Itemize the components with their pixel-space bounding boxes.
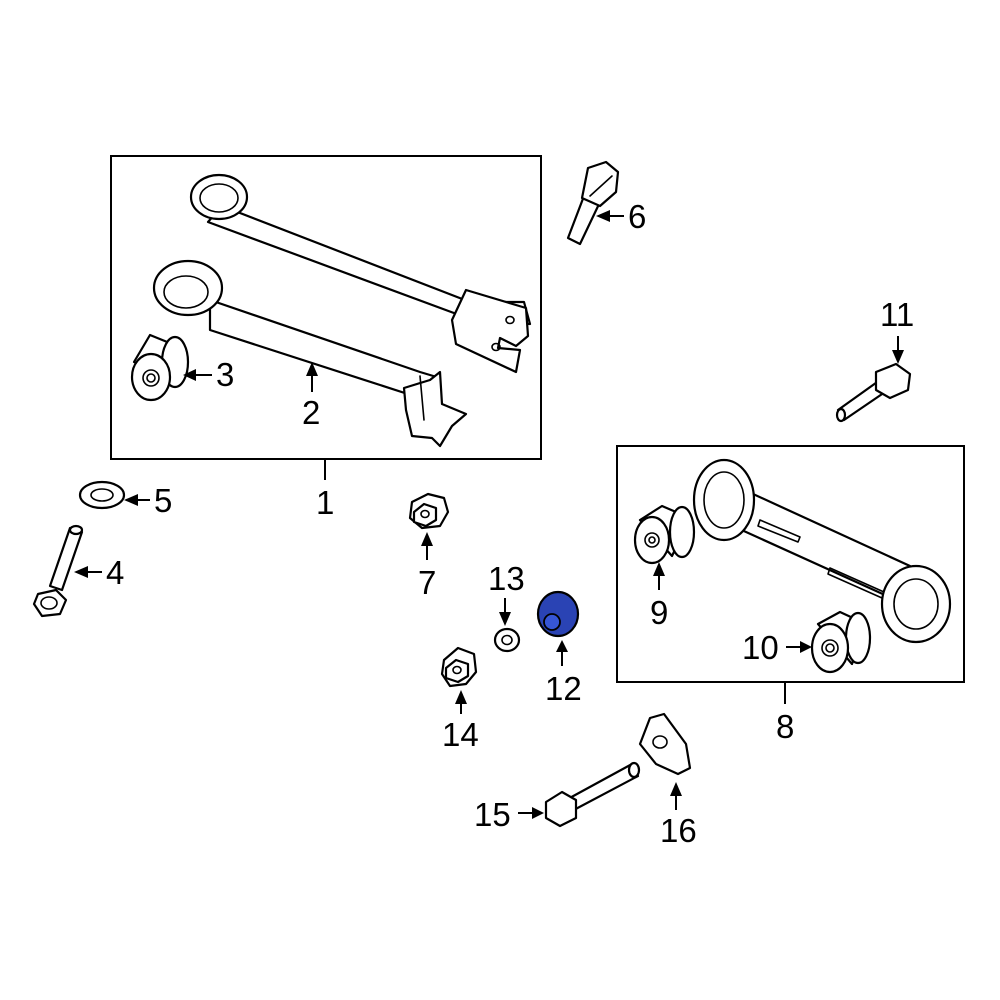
callout-6: 6 <box>628 198 646 235</box>
part-9-bushing[interactable] <box>633 504 696 565</box>
callout-3: 3 <box>216 356 234 393</box>
leader-9 <box>653 562 665 590</box>
callout-2: 2 <box>302 394 320 431</box>
callout-14: 14 <box>442 716 479 753</box>
part-8-link-arm[interactable] <box>692 458 952 644</box>
part-6-bolt[interactable] <box>566 160 620 246</box>
callout-15: 15 <box>474 796 511 833</box>
leader-13 <box>499 598 511 626</box>
callout-13: 13 <box>488 560 525 597</box>
assembly-box-8 <box>616 445 965 683</box>
callout-10: 10 <box>742 629 779 666</box>
leader-5 <box>124 494 150 506</box>
callout-12: 12 <box>545 670 582 707</box>
callout-4: 4 <box>106 554 124 591</box>
callout-16: 16 <box>660 812 697 849</box>
callout-11: 11 <box>880 296 914 333</box>
part-4-bolt[interactable] <box>32 524 84 618</box>
part-2-lower-arm[interactable] <box>152 259 468 448</box>
callout-8: 8 <box>776 708 794 745</box>
leader-11 <box>892 336 904 364</box>
leader-6 <box>596 210 624 222</box>
callout-5: 5 <box>154 482 172 519</box>
leader-10 <box>786 641 812 653</box>
leader-2 <box>306 362 318 392</box>
part-13-washer[interactable] <box>493 627 521 653</box>
leader-14 <box>455 690 467 714</box>
leader-12 <box>556 640 568 666</box>
part-16-bracket[interactable] <box>638 712 692 776</box>
part-3-bushing[interactable] <box>130 333 190 402</box>
callout-9: 9 <box>650 594 668 631</box>
leader-15 <box>518 807 544 819</box>
part-12-washer-highlighted[interactable] <box>536 590 580 638</box>
part-10-bushing[interactable] <box>810 610 872 674</box>
part-1-lower-arm-upper[interactable] <box>189 173 532 374</box>
part-14-nut[interactable] <box>440 646 478 688</box>
callout-7: 7 <box>418 564 436 601</box>
leader-7 <box>421 532 433 560</box>
part-11-bolt[interactable] <box>835 362 912 423</box>
leader-3 <box>183 369 212 381</box>
leader-4 <box>74 566 102 578</box>
callout-1: 1 <box>316 484 334 521</box>
part-5-washer[interactable] <box>78 480 126 510</box>
part-15-bolt[interactable] <box>544 761 641 828</box>
leader-16 <box>670 782 682 810</box>
part-7-nut[interactable] <box>408 492 450 530</box>
